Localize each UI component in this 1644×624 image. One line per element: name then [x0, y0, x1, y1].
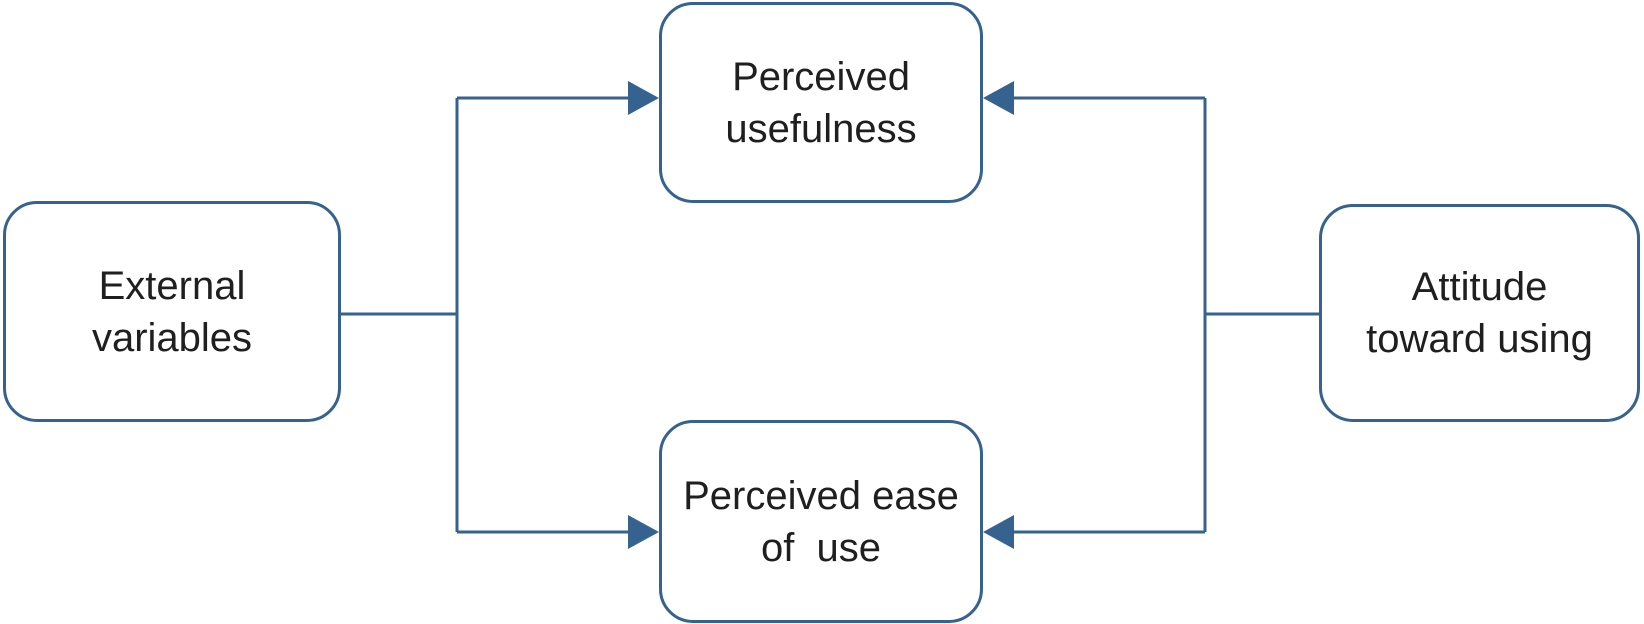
arrowhead-external-usefulness — [628, 81, 659, 115]
node-label-line: of use — [760, 525, 882, 570]
node-perceived-usefulness: Perceived usefulness — [659, 2, 983, 203]
node-label-line: Perceived — [732, 54, 910, 99]
arrowhead-attitude-ease — [983, 515, 1014, 549]
arrowhead-attitude-usefulness — [983, 81, 1014, 115]
node-label-line: Perceived ease — [683, 473, 959, 518]
node-external-variables: External variables — [3, 201, 341, 422]
node-attitude-toward-using: Attitude toward using — [1319, 204, 1640, 422]
node-label-line: External — [98, 263, 246, 308]
node-label-line: variables — [91, 315, 253, 360]
node-perceived-ease-of-use: Perceived ease of use — [659, 420, 983, 623]
node-label-line: toward using — [1366, 317, 1593, 361]
node-label-line: usefulness — [725, 106, 917, 151]
arrowhead-external-ease — [628, 515, 659, 549]
node-label-line: Attitude — [1411, 265, 1548, 309]
